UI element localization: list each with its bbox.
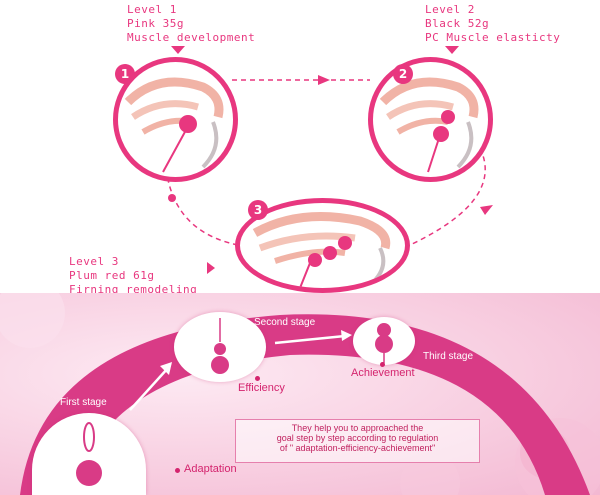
level1-text: Level 1 Pink 35g Muscle development <box>127 3 255 45</box>
efficiency-dot <box>255 376 260 381</box>
adaptation-label: Adaptation <box>184 463 237 475</box>
top-section: Level 1 Pink 35g Muscle development Leve… <box>69 3 560 296</box>
anatomy-illustration-1 <box>124 77 224 173</box>
level1-number-badge: 1 <box>115 64 135 84</box>
efficiency-label: Efficiency <box>238 382 285 394</box>
level2-title: Level 2 <box>425 3 475 16</box>
info-line-1: They help you to approached the <box>291 423 424 433</box>
triple-ball-icon <box>375 323 393 363</box>
level2-weight: Black 52g <box>425 17 490 30</box>
info-box: They help you to approached the goal ste… <box>235 419 480 463</box>
achievement-label: Achievement <box>351 367 415 379</box>
level2-circle <box>368 57 493 182</box>
connector-3-1 <box>164 149 239 246</box>
level3-number-badge: 3 <box>248 200 268 220</box>
connector-2-3 <box>409 147 486 246</box>
info-line-2: goal step by step according to regulatio… <box>276 433 439 443</box>
achievement-dot <box>380 362 385 367</box>
second-stage-label: Second stage <box>254 317 316 328</box>
double-ball-icon <box>211 318 229 374</box>
adaptation-dot <box>175 468 180 473</box>
level1-pointer-icon <box>171 46 185 54</box>
third-stage-circle <box>353 317 415 365</box>
level-connectors <box>164 75 493 246</box>
level3-purpose: Firning remodeling <box>69 283 198 296</box>
level1-purpose: Muscle development <box>127 31 256 44</box>
first-stage-circle <box>32 413 146 495</box>
arrow-3-1-dot <box>168 194 176 202</box>
level3-pointer-icon <box>207 262 215 274</box>
third-stage-label: Third stage <box>423 351 474 362</box>
level2-purpose: PC Muscle elasticty <box>425 31 561 44</box>
level1-title: Level 1 <box>127 3 177 16</box>
info-line-3: of " adaptation-efficiency-achievement" <box>279 443 436 453</box>
level3-text: Level 3 Plum red 61g Firning remodeling <box>69 255 197 297</box>
single-ball-icon <box>76 422 102 486</box>
level3-weight: Plum red 61g <box>69 269 155 282</box>
level1-weight: Pink 35g <box>127 17 184 30</box>
arrow-2-3 <box>480 205 493 215</box>
anatomy-illustration-2 <box>379 77 479 173</box>
level2-number-badge: 2 <box>393 64 413 84</box>
level1-circle <box>113 57 238 182</box>
arrow-1-2 <box>318 75 330 85</box>
first-stage-label: First stage <box>60 397 107 408</box>
anatomy-illustration-3 <box>252 212 391 288</box>
level2-text: Level 2 Black 52g PC Muscle elasticty <box>425 3 560 45</box>
level3-title: Level 3 <box>69 255 119 268</box>
progress-arc <box>20 314 590 495</box>
level2-pointer-icon <box>445 46 459 54</box>
second-stage-circle <box>174 312 266 382</box>
